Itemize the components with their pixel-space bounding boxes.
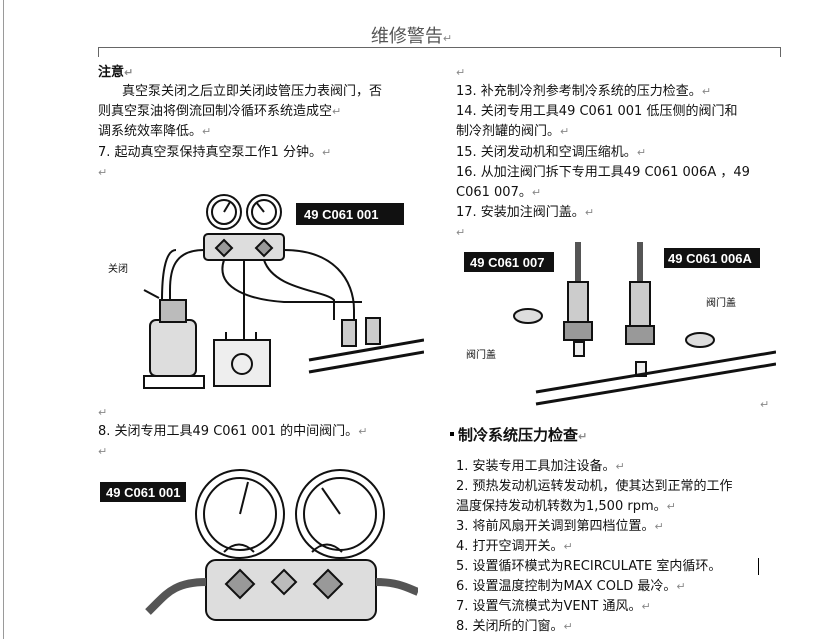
- para-mark: ↵: [98, 166, 108, 179]
- check-5: 5. 设置循环模式为RECIRCULATE 室内循环。: [456, 559, 722, 574]
- fig1-close-label: 关闭: [108, 262, 128, 275]
- check-3: 3. 将前风扇开关调到第四档位置。↵: [456, 519, 664, 534]
- step-13: 13. 补充制冷剂参考制冷系统的压力检查。↵: [456, 84, 712, 99]
- figure-gauge-closeup: 49 C061 001: [98, 462, 418, 639]
- header-title: 维修警告: [370, 26, 443, 47]
- header-rule-right-tick: [780, 47, 781, 57]
- page-header: 维修警告↵: [370, 26, 453, 47]
- figure-manifold-vacuum: 49 C061 001 关闭: [104, 190, 424, 402]
- step-16-cont: C061 007。↵: [456, 185, 542, 200]
- para-mark-r2: ↵: [456, 226, 466, 239]
- step-15: 15. 关闭发动机和空调压缩机。↵: [456, 145, 647, 160]
- fig3-tag-right-box: [664, 248, 760, 268]
- section-bullet: [450, 432, 454, 436]
- header-rule-left-tick: [98, 47, 99, 57]
- page-margin-line: [3, 0, 4, 639]
- para-mark-3: ↵: [98, 445, 108, 458]
- step-7: 7. 起动真空泵保持真空泵工作1 分钟。↵: [98, 145, 332, 160]
- fig2-tag-label: 49 C061 001: [106, 485, 180, 500]
- header-rule: [98, 47, 781, 48]
- para-mark-2: ↵: [98, 406, 108, 419]
- check-2: 2. 预热发动机运转发动机，使其达到正常的工作: [456, 479, 733, 494]
- figure-charging-valves: 49 C061 007 49 C061 006A 阀门盖 阀门盖: [456, 242, 776, 412]
- fig3-tag-left-box: [464, 252, 554, 272]
- check-7: 7. 设置气流模式为VENT 通风。↵: [456, 599, 651, 614]
- check-2-cont: 温度保持发动机转数为1,500 rpm。↵: [456, 499, 676, 514]
- check-1: 1. 安装专用工具加注设备。↵: [456, 459, 625, 474]
- step-8: 8. 关闭专用工具49 C061 001 的中间阀门。↵: [98, 424, 368, 439]
- para-mark-r1: ↵: [456, 66, 466, 79]
- step-14-cont: 制冷剂罐的阀门。↵: [456, 124, 570, 139]
- note-line-1: 真空泵关闭之后立即关闭歧管压力表阀门，否: [122, 84, 383, 99]
- manifold-vacuum-drawing: 49 C061 001 关闭: [108, 194, 424, 389]
- step-16: 16. 从加注阀门拆下专用工具49 C061 006A ，49: [456, 165, 750, 180]
- fig3-tag-left: 49 C061 007: [470, 255, 544, 270]
- charging-valves-drawing: 49 C061 007 49 C061 006A 阀门盖 阀门盖: [464, 242, 776, 406]
- fig2-tag-box: [100, 482, 186, 502]
- note-line-3: 调系统效率降低。↵: [98, 124, 212, 139]
- fig1-tag-label: 49 C061 001: [304, 207, 378, 222]
- step-17: 17. 安装加注阀门盖。↵: [456, 205, 595, 220]
- step-14: 14. 关闭专用工具49 C061 001 低压侧的阀门和: [456, 104, 738, 119]
- fig3-tag-right: 49 C061 006A: [668, 251, 752, 266]
- check-8: 8. 关闭所的门窗。↵: [456, 619, 573, 634]
- check-6: 6. 设置温度控制为MAX COLD 最冷。↵: [456, 579, 686, 594]
- gauge-closeup-drawing: 49 C061 001: [100, 469, 418, 621]
- fig3-cap-left: 阀门盖: [466, 348, 496, 361]
- text-cursor[interactable]: [758, 558, 759, 575]
- note-heading: 注意↵: [98, 65, 134, 80]
- fig1-tag-box: [296, 203, 404, 225]
- section-title: 制冷系统压力检查↵: [458, 426, 588, 444]
- note-line-2: 则真空泵油将倒流回制冷循环系统造成空↵: [98, 104, 342, 119]
- fig3-cap-right: 阀门盖: [706, 296, 736, 309]
- para-mark-r3: ↵: [760, 398, 770, 411]
- check-4: 4. 打开空调开关。↵: [456, 539, 573, 554]
